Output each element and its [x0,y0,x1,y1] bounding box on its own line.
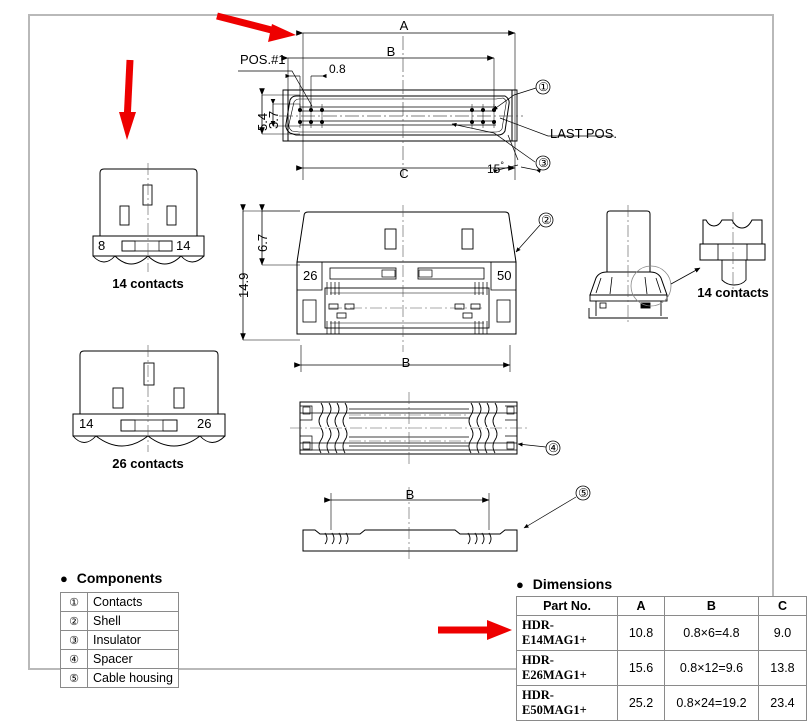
table-row: ③ Insulator [60,630,179,650]
dimension-label-B-top: B [386,44,396,59]
column-header-a: A [617,596,665,616]
component-number: ⑤ [60,668,88,688]
component-number: ① [60,592,88,612]
dimension-b: 0.8×12=9.6 [663,650,759,686]
balloon-4-spacer: ④ [548,441,559,455]
pin-number-50-right: 50 [497,268,512,283]
caption-26-contacts-left: 26 contacts [112,456,184,471]
pin-number-26-left: 26 [303,268,318,283]
part-number: HDR-E26MAG1+ [515,650,619,686]
dimension-label-6-7: 6.7 [255,233,270,252]
dimensions-table: Part No. A B C HDR-E14MAG1+ 10.8 0.8×6=4… [515,596,807,721]
dimension-label-B-middle: B [401,355,411,370]
drawing-sheet: A B 0.8 C 5.4 3.7 POS.#1 LAST POS. 15° ①… [28,12,807,721]
dimension-c: 13.8 [757,650,807,686]
component-name: Insulator [87,630,179,650]
dimension-b: 0.8×6=4.8 [663,615,759,651]
table-row: ④ Spacer [60,649,179,669]
balloon-1-top: ① [538,80,549,94]
dimension-a: 25.2 [617,685,665,721]
pin-number-8: 8 [98,238,106,253]
part-number: HDR-E50MAG1+ [515,685,619,721]
column-header-c: C [757,596,807,616]
table-row: ② Shell [60,611,179,631]
table-row: HDR-E26MAG1+ 15.6 0.8×12=9.6 13.8 [515,650,807,686]
table-row: HDR-E14MAG1+ 10.8 0.8×6=4.8 9.0 [515,615,807,651]
caption-14-contacts-right: 14 contacts [697,285,769,300]
component-number: ④ [60,649,88,669]
dimension-c: 23.4 [757,685,807,721]
component-name: Shell [87,611,179,631]
table-row: ① Contacts [60,592,179,612]
column-header-part-no: Part No. [515,596,619,616]
dimension-label-14-9: 14.9 [236,272,251,298]
component-number: ② [60,611,88,631]
caption-14-contacts-left: 14 contacts [112,276,184,291]
label-angle-15: 15° [487,160,504,176]
components-heading-text: Components [76,570,163,586]
dimension-a: 15.6 [617,650,665,686]
label-last-pos: LAST POS. [550,126,617,141]
dimensions-heading-bullet: ● [516,577,524,592]
balloon-5-cable-housing: ⑤ [578,486,589,500]
pin-number-14-left: 14 [176,238,191,253]
table-row: HDR-E50MAG1+ 25.2 0.8×24=19.2 23.4 [515,685,807,721]
components-heading: ● Components [60,570,162,586]
dimension-label-3-7: 3.7 [266,110,281,129]
dimension-label-A: A [399,18,409,33]
balloon-3-top: ③ [538,156,549,170]
component-name: Cable housing [87,668,179,688]
column-header-b: B [663,596,759,616]
table-header-row: Part No. A B C [515,596,807,616]
dimension-label-pitch: 0.8 [329,62,346,76]
component-number: ③ [60,630,88,650]
component-name: Contacts [87,592,179,612]
components-table: ① Contacts ② Shell ③ Insulator ④ Spacer … [60,592,179,688]
dimension-c: 9.0 [757,615,807,651]
pin-number-14-lower: 14 [79,416,94,431]
balloon-2-middle: ② [541,213,552,227]
dimensions-heading: ● Dimensions [516,576,612,592]
dimension-b: 0.8×24=19.2 [663,685,759,721]
dimension-a: 10.8 [617,615,665,651]
component-name: Spacer [87,649,179,669]
pin-number-26-lower: 26 [197,416,212,431]
table-row: ⑤ Cable housing [60,668,179,688]
dimensions-heading-text: Dimensions [532,576,613,592]
dimension-label-C: C [399,166,409,181]
components-heading-bullet: ● [60,571,68,586]
part-number: HDR-E14MAG1+ [515,615,619,651]
dimension-label-B-bottom: B [405,487,415,502]
label-pos-first: POS.#1 [240,52,286,67]
